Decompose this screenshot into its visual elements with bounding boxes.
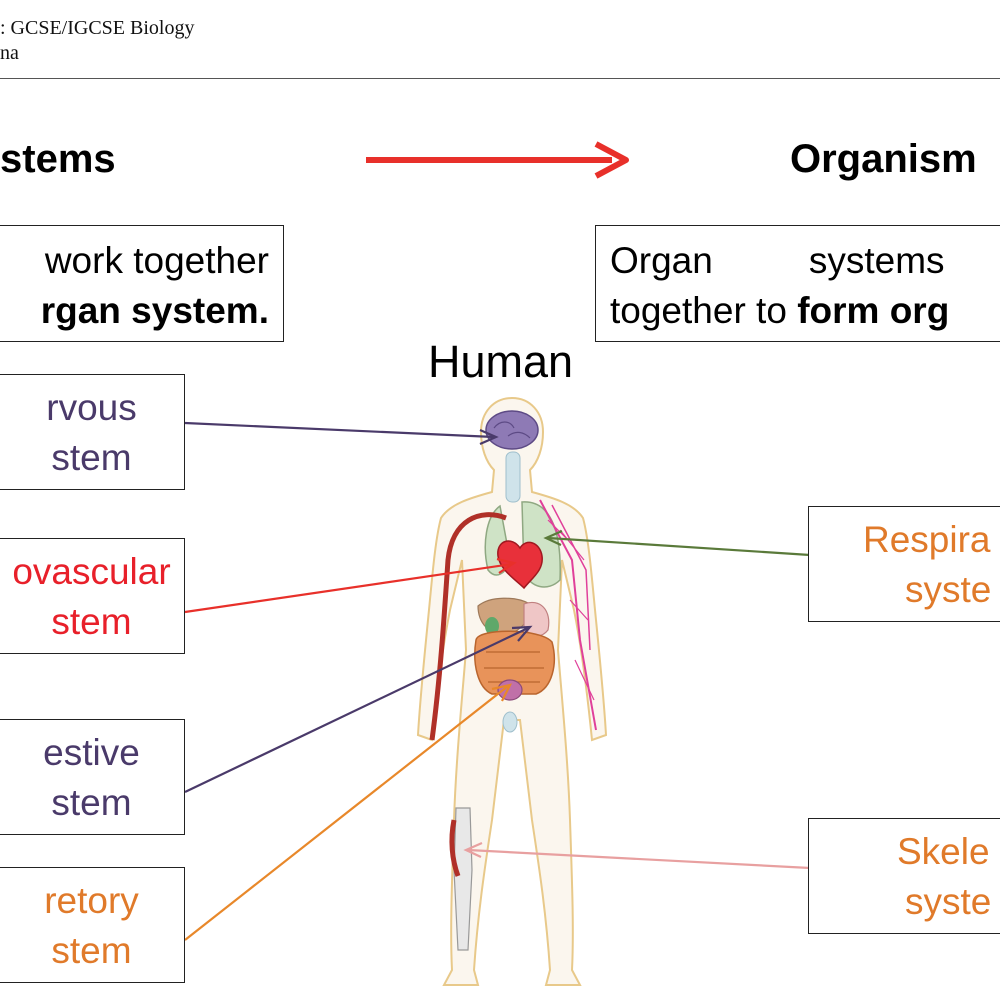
organ-system-definition-box: work together rgan system. (0, 225, 284, 342)
skeletal-arrow (463, 841, 811, 870)
digestive-system-label-line1: estive (43, 732, 140, 773)
organism-definition-text: together to (610, 290, 798, 331)
organ-system-definition-line2: rgan system. (40, 290, 269, 331)
cardiovascular-system-label-line2: stem (51, 601, 132, 642)
skeletal-system-label: Skele syste (808, 818, 1000, 934)
cardiovascular-system-label: ovascular stem (0, 538, 185, 654)
respiratory-system-label: Respira syste (808, 506, 1000, 622)
cardiovascular-system-label-line1: ovascular (12, 551, 171, 592)
nervous-system-label: rvous stem (0, 374, 185, 490)
excretory-system-label: retory stem (0, 867, 185, 983)
organism-definition-box: Organ systems together to form org (595, 225, 1000, 342)
respiratory-system-label-line1: Respira (863, 519, 991, 560)
excretory-arrow (184, 683, 513, 941)
organism-definition-line2: together to form org (610, 286, 1000, 336)
leg-bone (453, 807, 473, 951)
heart (497, 540, 543, 590)
title-organism: Organism (790, 137, 977, 181)
organism-definition-word-organ: Organ (610, 240, 713, 281)
human-figure (416, 396, 608, 986)
digestive-system-label: estive stem (0, 719, 185, 835)
diagram-title-human: Human (428, 336, 574, 387)
main-arrow (366, 141, 629, 179)
digestive-arrow (184, 625, 533, 793)
respiratory-system-label-line2: syste (905, 569, 992, 610)
digestive-system-label-line2: stem (51, 782, 132, 823)
organ-system-definition-line1: work together (44, 240, 269, 281)
cardiovascular-arrow (184, 557, 517, 614)
excretory-system-label-line2: stem (51, 930, 132, 971)
intestines (474, 630, 555, 695)
author-name: na (0, 42, 19, 64)
course-title: : GCSE/IGCSE Biology (0, 17, 195, 39)
skeletal-system-label-line2: syste (905, 881, 992, 922)
skeletal-system-label-line1: Skele (897, 831, 990, 872)
brain (485, 410, 539, 450)
nervous-arrow (184, 421, 499, 446)
excretory-system-label-line1: retory (44, 880, 139, 921)
nervous-system-label-line2: stem (51, 437, 132, 478)
header-divider (0, 78, 1000, 79)
title-organ-systems: stems (0, 137, 116, 181)
nervous-system-label-line1: rvous (46, 387, 137, 428)
organism-definition-line1: Organ systems (610, 236, 1000, 286)
respiratory-arrow (543, 529, 811, 557)
organism-definition-word-systems: systems (808, 240, 945, 281)
organism-definition-bold: form org (797, 290, 950, 331)
